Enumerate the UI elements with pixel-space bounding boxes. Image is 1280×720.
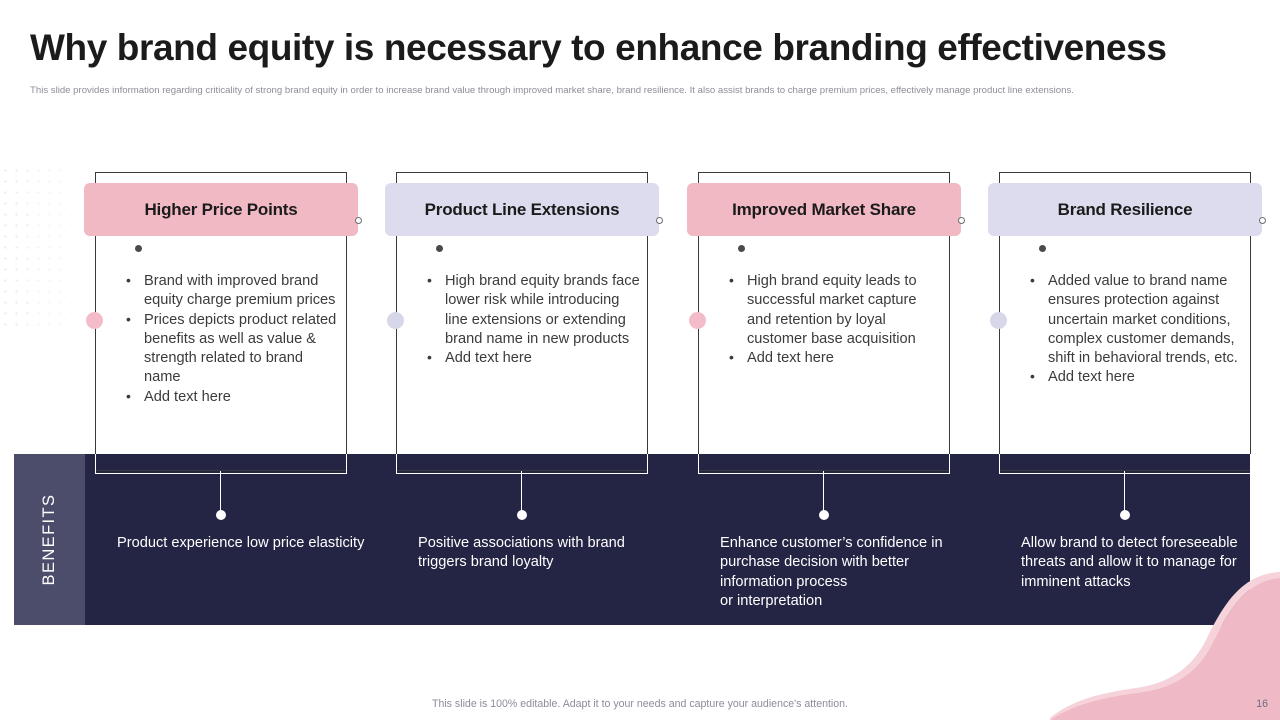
connector-line [823, 471, 825, 514]
page-number: 16 [1256, 698, 1268, 710]
column-title: Brand Resilience [1057, 199, 1193, 219]
benefits-label-panel: BENEFITS [14, 454, 85, 625]
benefits-label: BENEFITS [40, 493, 58, 586]
column-title: Improved Market Share [732, 199, 916, 219]
list-item: Prices depicts product related benefits … [121, 310, 339, 388]
card-side-dot-icon [689, 312, 706, 329]
list-item: Added value to brand name ensures protec… [1025, 271, 1243, 368]
banner-corner-dot-icon [738, 245, 745, 252]
connector-line [220, 471, 222, 514]
card-side-dot-icon [86, 312, 103, 329]
bullet-list: Brand with improved brand equity charge … [121, 271, 339, 407]
banner-corner-dot-icon [436, 245, 443, 252]
page-title: Why brand equity is necessary to enhance… [30, 27, 1167, 68]
connector-dot-icon [1119, 510, 1130, 520]
column-title: Product Line Extensions [424, 199, 620, 219]
banner-ring-dot-icon [1258, 217, 1266, 224]
banner-corner-dot-icon [135, 245, 142, 252]
benefit-text: Product experience low price elasticity [117, 535, 365, 551]
banner-ring-dot-icon [655, 217, 663, 224]
list-item: Add text here [724, 348, 942, 368]
card-side-dot-icon [387, 312, 404, 329]
decorative-dot-grid [0, 165, 78, 330]
benefit-text: Allow brand to detect foreseeable threat… [1021, 535, 1238, 590]
column-header-banner[interactable]: Higher Price Points [84, 183, 362, 236]
list-item: Add text here [422, 348, 640, 368]
list-item: Brand with improved brand equity charge … [121, 271, 339, 311]
bullet-list: Added value to brand name ensures protec… [1025, 271, 1243, 388]
list-item: Add text here [1025, 367, 1243, 387]
card-side-dot-icon [990, 312, 1007, 329]
benefit-text: Positive associations with brand trigger… [418, 535, 625, 571]
column-header-banner[interactable]: Improved Market Share [687, 183, 965, 236]
connector-dot-icon [818, 510, 829, 520]
list-item: High brand equity leads to successful ma… [724, 271, 942, 349]
column-title: Higher Price Points [144, 199, 298, 219]
banner-corner-dot-icon [1039, 245, 1046, 252]
connector-line [1124, 471, 1126, 514]
column-header-banner[interactable]: Brand Resilience [988, 183, 1266, 236]
list-item: High brand equity brands face lower risk… [422, 271, 640, 349]
connector-line [521, 471, 523, 514]
benefit-text: Enhance customer’s confidence in purchas… [720, 535, 943, 609]
bullet-list: High brand equity brands face lower risk… [422, 271, 640, 368]
banner-ring-dot-icon [957, 217, 965, 224]
connector-dot-icon [215, 510, 226, 520]
footer-note: This slide is 100% editable. Adapt it to… [431, 698, 849, 710]
column-header-banner[interactable]: Product Line Extensions [385, 183, 663, 236]
page-subtitle: This slide provides information regardin… [30, 85, 1074, 96]
bullet-list: High brand equity leads to successful ma… [724, 271, 942, 368]
connector-dot-icon [516, 510, 527, 520]
banner-ring-dot-icon [354, 217, 362, 224]
list-item: Add text here [121, 387, 339, 407]
